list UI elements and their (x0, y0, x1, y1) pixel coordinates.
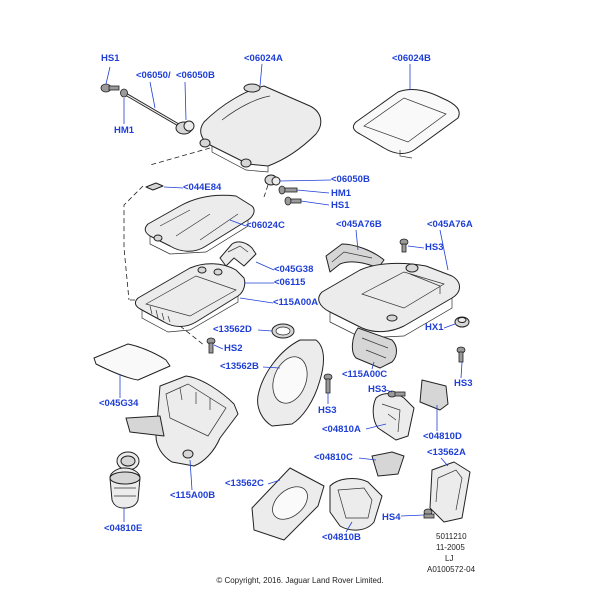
ring-13562d (271, 323, 295, 339)
callout-044e84: <044E84 (183, 182, 222, 193)
screw-hs1-top (100, 83, 120, 93)
callout-115a00b: <115A00B (170, 490, 216, 501)
callout-06024c: <06024C (246, 220, 285, 231)
bracket-04810c (371, 451, 405, 477)
callout-045a76b: <045A76B (336, 219, 382, 230)
callout-045g34: <045G34 (99, 398, 139, 409)
holder-04810b (329, 478, 383, 531)
stamp-initials: LJ (445, 554, 454, 563)
callout-04810c: <04810C (314, 452, 353, 463)
bezel-13562b (257, 339, 324, 427)
callout-hm1-left: HM1 (114, 125, 135, 136)
stamp-ref: A0100572-04 (427, 565, 476, 574)
callout-13562b: <13562B (220, 361, 259, 372)
lid-045g34 (93, 343, 171, 381)
screw-hs2 (206, 337, 216, 354)
housing-115a00a (134, 263, 246, 333)
cover-06024c (144, 194, 255, 255)
storage-bin-115a00b (125, 375, 239, 467)
armrest-lid-06024a (199, 83, 322, 173)
copyright-notice: © Copyright, 2016. Jaguar Land Rover Lim… (216, 576, 384, 585)
bracket-04810d (419, 379, 449, 411)
callout-045g38: <045G38 (274, 264, 314, 275)
callout-13562d: <13562D (213, 324, 252, 335)
stamp-date: 11-2005 (436, 543, 465, 552)
armrest-lid-06024b (352, 89, 460, 159)
cup-04810e (109, 451, 141, 509)
callout-hs3-right: HS3 (454, 378, 473, 389)
callout-04810e: <04810E (104, 523, 143, 534)
callout-06050b-mid: <06050B (331, 174, 370, 185)
callout-04810b: <04810B (322, 532, 361, 543)
callout-hs3-center: HS3 (318, 405, 337, 416)
screw-hs3-mid (387, 390, 406, 398)
callout-hx1: HX1 (425, 322, 444, 333)
label-044e84 (145, 182, 164, 191)
callout-hs1-mid: HS1 (331, 200, 350, 211)
callout-hs3-right-top: HS3 (425, 242, 444, 253)
callout-115a00a: <115A00A (273, 297, 319, 308)
callout-13562c: <13562C (225, 478, 264, 489)
bracket-045g38 (219, 241, 257, 267)
bracket-13562a (429, 461, 471, 523)
clip-hx1 (454, 316, 470, 328)
callout-115a00c: <115A00C (342, 369, 388, 380)
callout-hs4: HS4 (382, 512, 401, 523)
screw-hs3-center (323, 373, 333, 394)
bracket-04810a (372, 393, 415, 441)
callout-hs3-mid: HS3 (368, 384, 387, 395)
callout-hs2: HS2 (224, 343, 243, 354)
leader-lines (105, 63, 463, 533)
callout-06024b: <06024B (392, 53, 431, 64)
callout-045a76a: <045A76A (427, 219, 473, 230)
callout-04810d: <04810D (423, 431, 462, 442)
cup-holder-115a00c (351, 327, 397, 369)
callout-13562a: <13562A (427, 447, 466, 458)
stamp-code: 5011210 (436, 532, 467, 541)
hinge-rod-06050 (120, 88, 195, 135)
callout-06050b-top: <06050B (176, 70, 215, 81)
screws-hm1-hs1-mid (278, 185, 302, 206)
screw-hs3-right-top (399, 238, 409, 253)
bushing-06050b-mid (264, 174, 281, 186)
callout-hm1-mid: HM1 (331, 188, 352, 199)
callout-hs1-top: HS1 (101, 53, 120, 64)
callout-06050-pair: <06050/ (136, 70, 171, 81)
frame-13562c (251, 467, 325, 541)
screw-hs3-right (456, 346, 466, 363)
callout-06115: <06115 (274, 277, 306, 288)
callout-04810a: <04810A (322, 424, 361, 435)
callout-06024a: <06024A (244, 53, 283, 64)
screw-hs4 (423, 508, 435, 519)
